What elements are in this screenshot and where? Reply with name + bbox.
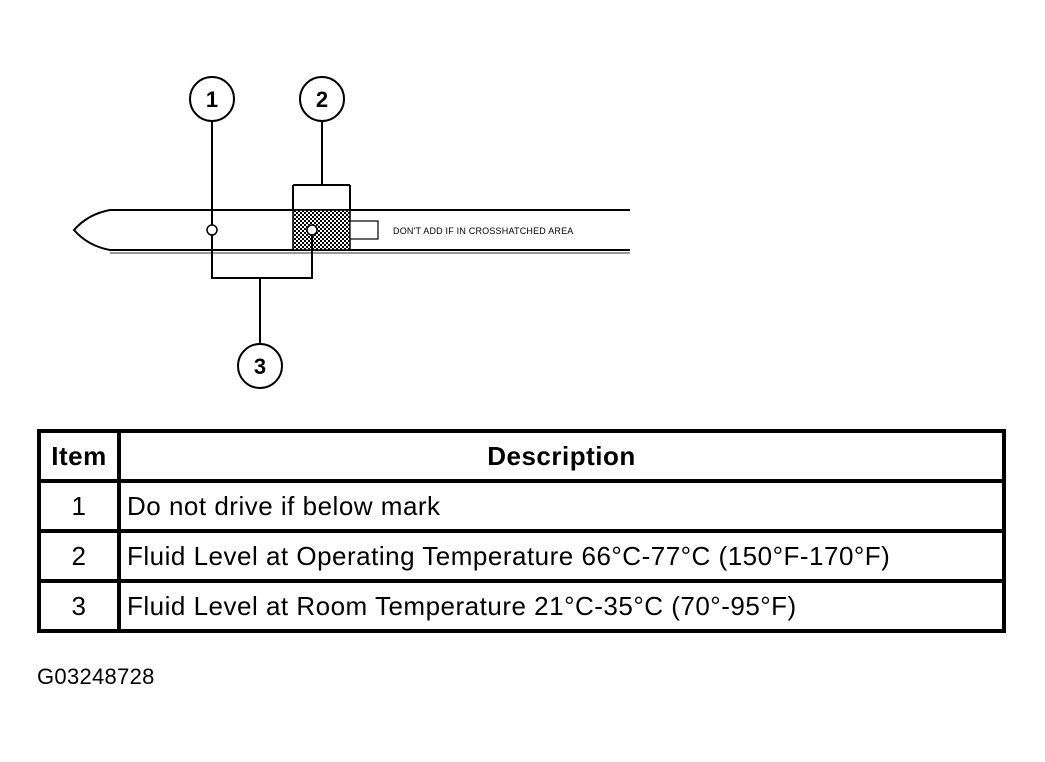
header-item: Item xyxy=(37,429,121,483)
table-row: 3 Fluid Level at Room Temperature 21°C-3… xyxy=(37,579,1006,633)
callout-2: 2 xyxy=(299,76,345,122)
high-mark-hole xyxy=(306,224,318,236)
header-description: Description xyxy=(117,429,1006,483)
item-description: Fluid Level at Room Temperature 21°C-35°… xyxy=(117,579,1006,633)
item-number: 2 xyxy=(37,529,121,583)
low-mark-hole xyxy=(206,224,218,236)
dipstick-diagram: DON'T ADD IF IN CROSSHATCHED AREA 1 2 3 xyxy=(72,76,630,389)
table-row: 1 Do not drive if below mark xyxy=(37,479,1006,533)
legend-table: Item Description 1 Do not drive if below… xyxy=(37,429,1006,633)
dipstick-note: DON'T ADD IF IN CROSSHATCHED AREA xyxy=(393,226,574,236)
table-header-row: Item Description xyxy=(37,429,1006,483)
item-description: Fluid Level at Operating Temperature 66°… xyxy=(117,529,1006,583)
callout-3: 3 xyxy=(237,343,283,389)
svg-text:2: 2 xyxy=(316,87,328,112)
item-number: 1 xyxy=(37,479,121,533)
svg-text:3: 3 xyxy=(254,354,266,379)
item-number: 3 xyxy=(37,579,121,633)
svg-text:1: 1 xyxy=(206,87,218,112)
crosshatched-area xyxy=(292,209,351,251)
callout-1: 1 xyxy=(189,76,235,122)
item-description: Do not drive if below mark xyxy=(117,479,1006,533)
note-pointer-box xyxy=(349,220,379,240)
table-row: 2 Fluid Level at Operating Temperature 6… xyxy=(37,529,1006,583)
figure-id: G03248728 xyxy=(37,664,155,689)
